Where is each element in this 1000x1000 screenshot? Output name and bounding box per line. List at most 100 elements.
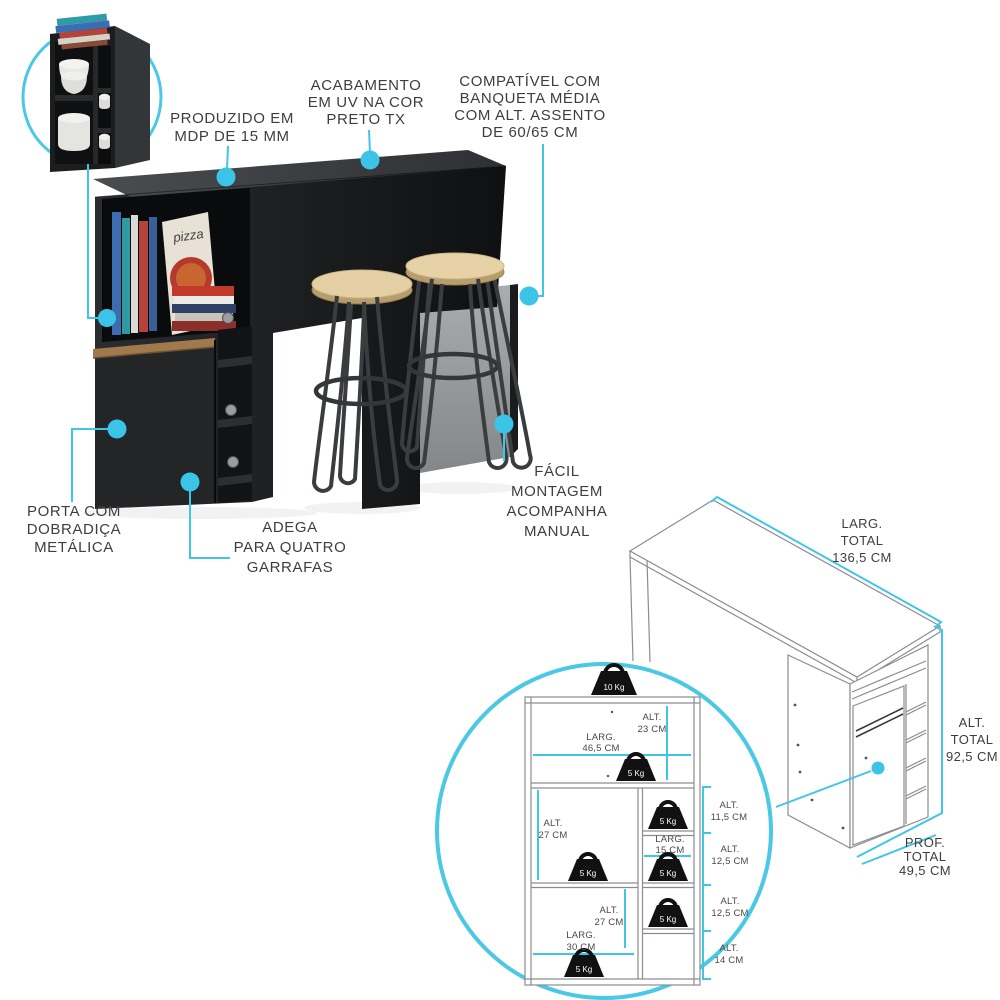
- callout-adega-line-1: ADEGA: [262, 519, 318, 536]
- callout-facil-line-2: MONTAGEM: [511, 483, 603, 500]
- internal-measure-labels: ALT. 23 CM LARG. 46,5 CM ALT. 27 CM ALT.…: [539, 712, 749, 966]
- measure-alt125b-2: 12,5 CM: [711, 908, 748, 919]
- callout-produzido: PRODUZIDO EM MDP DE 15 MM: [170, 110, 294, 187]
- book-spine: [149, 217, 157, 331]
- measure-larg30-1: LARG.: [566, 930, 596, 941]
- weight-label: 5 Kg: [628, 769, 644, 778]
- internal-measure-lines: [533, 706, 711, 980]
- measure-alt27b-1: ALT.: [599, 905, 618, 916]
- stool-seat: [405, 252, 505, 280]
- cabinet-front-view: [524, 696, 701, 986]
- measure-alt27a-2: 27 CM: [539, 830, 568, 841]
- weight-5kg-icon: 5 Kg: [568, 852, 608, 881]
- wireframe-door-handle: [855, 707, 904, 738]
- dim-larg-line-1: LARG.: [841, 516, 882, 531]
- measure-alt115-1: ALT.: [719, 800, 738, 811]
- callout-facil-line-4: MANUAL: [524, 523, 590, 540]
- callout-dot: [216, 167, 236, 187]
- callout-compativel-line-1: COMPATÍVEL COM: [459, 73, 600, 90]
- measure-larg15-2: 15 CM: [656, 845, 685, 856]
- door-handle: [93, 338, 215, 358]
- wine-rack: [218, 312, 252, 503]
- measure-larg15-1: LARG.: [655, 834, 685, 845]
- dim-alt-line-2: TOTAL: [951, 732, 994, 747]
- callout-adega-line-3: GARRAFAS: [247, 559, 334, 576]
- callout-porta-line-2: DOBRADIÇA: [27, 521, 122, 538]
- measure-alt27a-1: ALT.: [543, 818, 562, 829]
- cabinet-door: [92, 338, 216, 508]
- measure-alt125a-2: 12,5 CM: [711, 856, 748, 867]
- callouts: PRODUZIDO EM MDP DE 15 MM ACABAMENTO EM …: [27, 73, 608, 576]
- table-top: [93, 150, 506, 197]
- book-spine: [139, 221, 148, 332]
- dimension-lines: [710, 495, 943, 865]
- stool-left: [311, 269, 413, 493]
- dim-larg-line-3: 136,5 CM: [832, 550, 892, 565]
- stool-seat: [311, 269, 413, 299]
- callout-produzido-line-2: MDP DE 15 MM: [174, 128, 289, 145]
- callout-dot: [519, 286, 539, 306]
- callout-dot: [360, 150, 380, 170]
- book-spine: [112, 212, 121, 335]
- callout-adega: ADEGA PARA QUATRO GARRAFAS: [180, 472, 347, 576]
- inset-shelf-content: [50, 13, 150, 172]
- weight-5kg-icon: 5 Kg: [648, 898, 688, 927]
- weight-label: 5 Kg: [660, 817, 676, 826]
- callout-facil-line-1: FÁCIL: [534, 463, 580, 480]
- product-render: pizza: [82, 150, 533, 519]
- detail-connector-line: [775, 770, 872, 808]
- dim-larg-line-2: TOTAL: [841, 533, 884, 548]
- bowls: [58, 59, 90, 151]
- book-spine: [122, 218, 130, 334]
- cups: [99, 93, 110, 149]
- weight-label: 5 Kg: [580, 869, 596, 878]
- measure-alt125b-1: ALT.: [720, 896, 739, 907]
- bottle-cap: [225, 404, 237, 416]
- callout-dot-shelf: [98, 309, 116, 327]
- measure-alt125a-1: ALT.: [720, 844, 739, 855]
- callout-dot: [494, 414, 514, 434]
- weight-label: 5 Kg: [660, 915, 676, 924]
- weight-icons: 10 Kg 5 Kg 5 Kg 5 Kg 5 Kg: [564, 663, 688, 977]
- measure-larg465-1: LARG.: [586, 732, 616, 743]
- callout-porta: PORTA COM DOBRADIÇA METÁLICA: [27, 419, 127, 556]
- callout-dot: [180, 472, 200, 492]
- wireframe-screw-holes: [793, 703, 868, 830]
- cabinet-front-dots: [606, 710, 614, 778]
- callout-acabamento: ACABAMENTO EM UV NA COR PRETO TX: [308, 77, 424, 170]
- measure-alt27b-2: 27 CM: [595, 917, 624, 928]
- weight-5kg-icon: 5 Kg: [648, 852, 688, 881]
- measure-alt115-2: 11,5 CM: [711, 812, 748, 823]
- measure-larg465-2: 46,5 CM: [582, 743, 619, 754]
- book-stack: [172, 286, 236, 331]
- measure-larg30-2: 30 CM: [567, 942, 596, 953]
- wireframe-drawing: LARG. TOTAL 136,5 CM ALT. TOTAL 92,5 CM …: [628, 495, 998, 878]
- open-shelf: pizza: [102, 188, 250, 342]
- weight-label: 5 Kg: [660, 869, 676, 878]
- bottle-cap: [222, 312, 234, 324]
- callout-adega-line-2: PARA QUATRO: [234, 539, 347, 556]
- book-spine: [131, 215, 138, 333]
- weight-5kg-icon: 5 Kg: [616, 752, 656, 781]
- weight-label: 5 Kg: [576, 965, 592, 974]
- detail-connector-dot: [871, 761, 885, 775]
- callout-produzido-line-1: PRODUZIDO EM: [170, 110, 294, 127]
- callout-facil-line-3: ACOMPANHA: [507, 503, 608, 520]
- inset-connector-line: [87, 164, 99, 319]
- weight-10kg-icon: 10 Kg: [591, 663, 637, 695]
- shelf-detail-inset: [21, 13, 163, 327]
- measures-detail-inset: 10 Kg 5 Kg 5 Kg 5 Kg 5 Kg: [435, 662, 773, 1000]
- book-title: pizza: [171, 226, 204, 245]
- dim-prof-line-1: PROF.: [905, 835, 945, 850]
- bottle-cap: [227, 456, 239, 468]
- measure-alt14-2: 14 CM: [715, 955, 744, 966]
- callout-compativel-line-3: COM ALT. ASSENTO: [454, 107, 606, 124]
- measure-alt14-1: ALT.: [719, 943, 738, 954]
- shadow: [82, 507, 318, 519]
- callout-acabamento-line-3: PRETO TX: [326, 111, 405, 128]
- callout-facil: FÁCIL MONTAGEM ACOMPANHA MANUAL: [494, 414, 608, 540]
- dim-alt-line-1: ALT.: [959, 715, 986, 730]
- weight-label: 10 Kg: [604, 683, 625, 692]
